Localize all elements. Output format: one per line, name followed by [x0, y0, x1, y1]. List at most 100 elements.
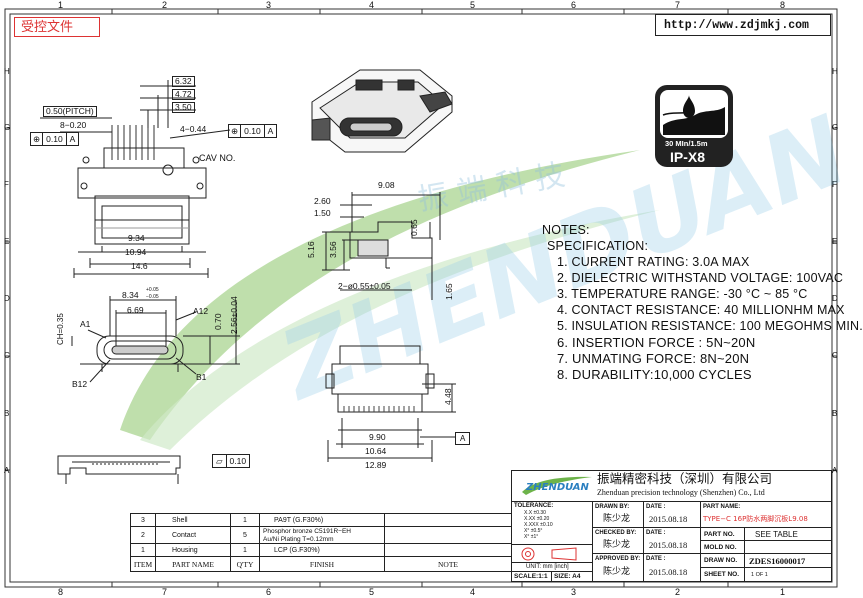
part-no-box: SEE TABLE	[744, 527, 832, 541]
tolerance-row: X.XXX ±0.10	[524, 522, 553, 528]
grid-label: B	[832, 409, 838, 418]
size-box: SIZE: A4	[551, 571, 593, 582]
bom-finish: Phosphor bronze C5191R−EH Au/Ni Plating …	[259, 526, 385, 544]
date-value: 2015.08.18	[649, 514, 688, 524]
grid-label: 3	[571, 587, 577, 597]
dim-12-89: 12.89	[365, 460, 387, 470]
bom-item: 1	[130, 543, 156, 557]
grid-label: 6	[571, 0, 577, 10]
tolerance-row: X.X ±0.30	[524, 510, 546, 516]
grid-label: 8	[58, 587, 64, 597]
bom-header: ITEM	[130, 556, 156, 572]
watermark-logo: ZHENDUAN 振 端 科 技	[120, 95, 863, 450]
date-box: DATE : 2015.08.18	[643, 527, 701, 554]
checked-label: CHECKED BY:	[595, 530, 637, 536]
scale-label: SCALE:1:1	[514, 573, 548, 580]
draw-no-value: ZDES16000017	[749, 556, 806, 566]
flatness-fcf: ▱ 0.10	[212, 454, 251, 468]
pin-label-a1: A1	[80, 319, 91, 329]
bom-finish: PA9T (G.F30%)	[259, 513, 385, 527]
bom-part: Shell	[155, 513, 231, 527]
front-view-outline	[71, 296, 240, 383]
grid-label: F	[4, 180, 9, 189]
grid-label: 8	[780, 0, 786, 10]
dim-10-64: 10.64	[365, 446, 387, 456]
checked-box: CHECKED BY: 陈少龙	[592, 527, 644, 554]
dim-9-08: 9.08	[378, 180, 395, 190]
company-name-cn: 振端精密科技（深圳）有限公司	[597, 471, 773, 486]
company-logo: ZHENDUAN	[520, 474, 594, 496]
tol-minus: −0.05	[146, 294, 159, 300]
grid-label: 1	[58, 0, 64, 10]
notes-spec-heading: SPECIFICATION:	[547, 239, 649, 253]
bom-qty: 1	[230, 513, 260, 527]
mold-label-box: MOLD NO.	[700, 540, 745, 554]
bom-item: 2	[130, 526, 156, 544]
fcf-datum: A	[267, 126, 274, 136]
part-name-box: PART NAME: TYPE−C 16P防水两脚沉板L9.08	[700, 501, 832, 528]
fcf-left: ⊕ 0.10 A	[30, 132, 80, 146]
note-item: 7. UNMATING FORCE: 8N~20N	[557, 351, 750, 366]
dim-9-34: 9.34	[128, 233, 145, 243]
drawn-by: 陈少龙	[603, 514, 631, 524]
grid-label: E	[4, 237, 10, 246]
fcf-value: 0.10	[43, 133, 67, 145]
pin-count-dim: 8−0.20	[60, 120, 87, 130]
bom-header: NOTE	[384, 556, 512, 572]
bom-part: Housing	[155, 543, 231, 557]
dim-6-69: 6.69	[127, 305, 144, 315]
ip-rating-badge: 30 MIn/1.5m IP-X8	[655, 85, 733, 167]
flat-view-outline	[57, 455, 181, 484]
bom-item: 3	[130, 513, 156, 527]
flatness-value: 0.10	[229, 456, 247, 466]
note-item: 8. DURABILITY:10,000 CYCLES	[557, 367, 752, 382]
drawn-label: DRAWN BY:	[595, 504, 630, 510]
grid-label: G	[4, 123, 11, 132]
sheet-label-box: SHEET NO.	[700, 567, 745, 582]
hole-dim: 4−0.44	[180, 124, 207, 134]
pin-diameter-dim: 2−ø0.55±0.05	[338, 281, 391, 291]
grid-label: E	[832, 237, 838, 246]
dim-4-72: 4.72	[172, 89, 195, 100]
sheet-label: SHEET NO.	[704, 571, 740, 578]
bom-header: FINISH	[259, 556, 385, 572]
note-item: 6. INSERTION FORCE : 5N~20N	[557, 335, 756, 350]
bom-qty: 1	[230, 543, 260, 557]
dim-8-34: 8.34	[122, 290, 139, 300]
bom-note	[384, 543, 512, 557]
part-no-label: PART NO.	[704, 531, 735, 538]
dim-9-90: 9.90	[369, 432, 386, 442]
date-box: DATE : 2015.08.18	[643, 501, 701, 528]
projection-box	[511, 544, 593, 563]
grid-label: 2	[162, 0, 168, 10]
flatness-icon: ▱	[213, 455, 227, 467]
grid-label: 3	[266, 0, 272, 10]
note-item: 3. TEMPERATURE RANGE: -30 °C ~ 85 °C	[557, 287, 808, 301]
top-view-outline	[40, 80, 231, 278]
fcf-datum: A	[69, 134, 76, 144]
grid-label: C	[832, 351, 838, 360]
dim-14-6: 14.6	[131, 261, 148, 271]
zhenduan-logo-icon: ZHENDUAN	[522, 476, 592, 495]
note-item: 4. CONTACT RESISTANCE: 40 MILLIONHM MAX	[557, 303, 845, 317]
mold-label: MOLD NO.	[704, 544, 737, 551]
website-link[interactable]: http://www.zdjmkj.com	[664, 19, 809, 32]
grid-label: H	[832, 67, 838, 76]
note-item: 5. INSULATION RESISTANCE: 100 MEGOHMS MI…	[557, 319, 863, 333]
approved-label: APPROVED BY:	[595, 556, 641, 562]
dim-6-32: 6.32	[172, 76, 195, 87]
tolerance-row: X.XX ±0.20	[524, 516, 550, 522]
grid-label: D	[832, 294, 838, 303]
isometric-view	[311, 69, 453, 153]
fcf-value: 0.10	[241, 125, 265, 137]
tolerance-row: X° ±1°	[524, 534, 539, 540]
part-no-label-box: PART NO.	[700, 527, 745, 541]
scale-box: SCALE:1:1	[511, 571, 552, 582]
bom-note	[384, 513, 512, 527]
sheet-no-box: 1 OF 1	[744, 567, 832, 582]
draw-label: DRAW NO.	[704, 557, 738, 564]
projection-symbol-icon	[521, 547, 577, 561]
sheet-no-value: 1 OF 1	[751, 572, 768, 578]
grid-label: D	[4, 294, 10, 303]
bom-header: PART NAME	[155, 556, 231, 572]
